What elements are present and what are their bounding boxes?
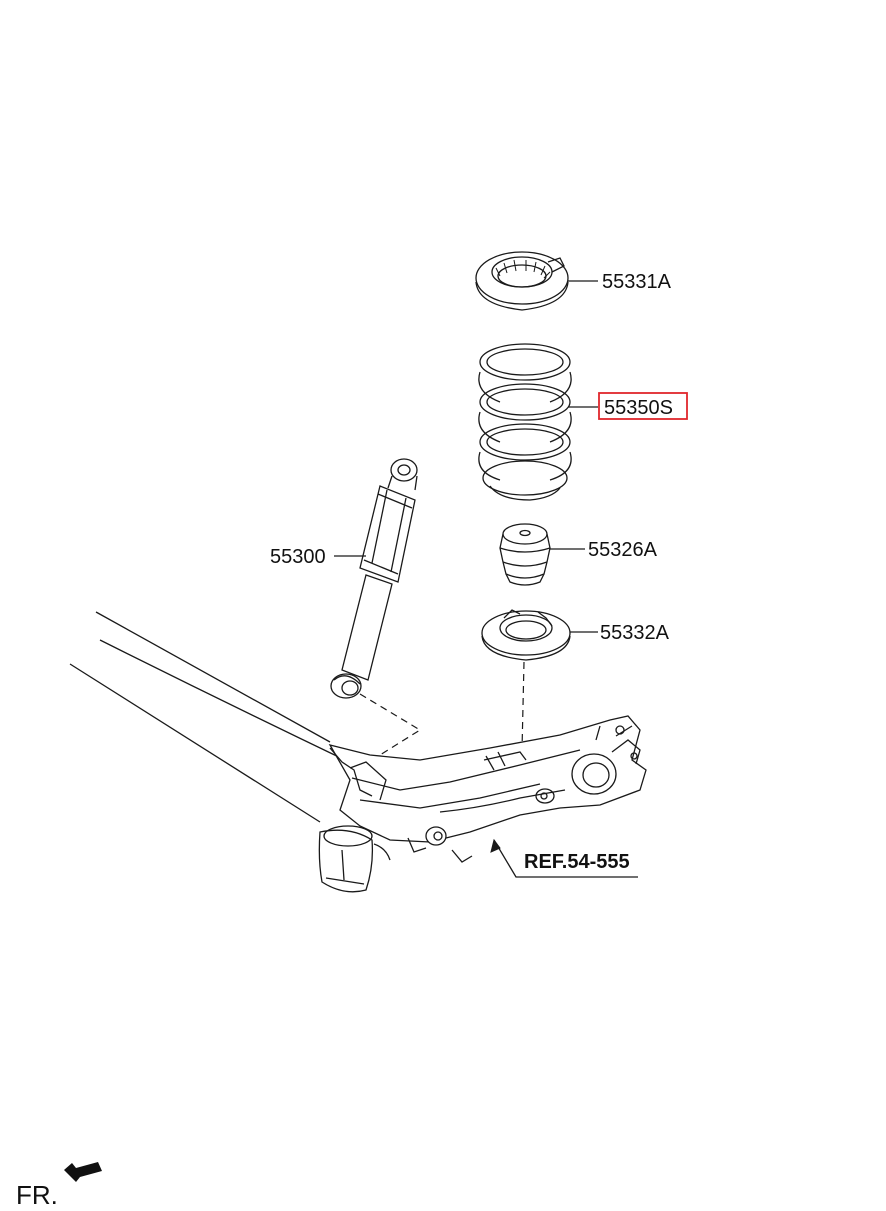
- highlight-box: [598, 392, 688, 420]
- reference-callout: [490, 838, 638, 878]
- front-arrow-icon: [64, 1162, 102, 1182]
- reference-label[interactable]: REF.54-555: [524, 851, 630, 873]
- label-shock[interactable]: 55300: [270, 546, 326, 568]
- shock-absorber[interactable]: [330, 458, 418, 699]
- assembly-line-spring: [521, 661, 525, 751]
- rear-axle-beam: [69, 611, 647, 893]
- coil-spring[interactable]: [478, 343, 572, 501]
- lower-spring-seat[interactable]: [481, 609, 571, 661]
- label-coil-spring[interactable]: 55350S: [604, 397, 673, 419]
- assembly-line-shock: [359, 693, 422, 761]
- label-lower-seat[interactable]: 55332A: [600, 622, 670, 644]
- upper-spring-seat[interactable]: [475, 251, 569, 311]
- direction-label: FR.: [16, 1180, 58, 1210]
- label-bump-stopper[interactable]: 55326A: [588, 539, 658, 561]
- label-upper-seat[interactable]: 55331A: [602, 271, 672, 293]
- bump-stopper[interactable]: [499, 523, 551, 586]
